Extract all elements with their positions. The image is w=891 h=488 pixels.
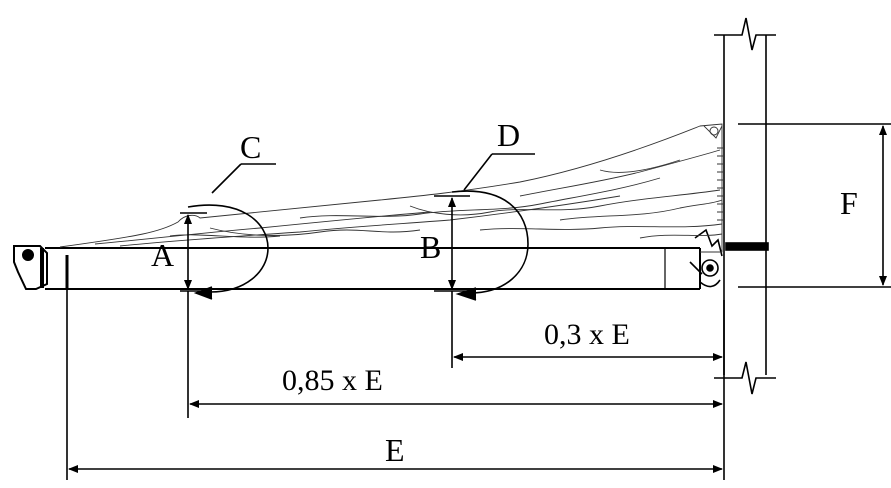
measure-b: [434, 153, 535, 301]
label-03e: 0,3 x E: [544, 318, 630, 351]
measure-a: [180, 163, 276, 300]
label-c: C: [240, 129, 261, 165]
fabric: [59, 123, 723, 253]
arc-d: [451, 190, 529, 294]
wall-break-bottom: [714, 361, 776, 395]
fabric-fringe: [717, 147, 723, 221]
boom-tip: [13, 245, 48, 290]
arc-c: [187, 204, 269, 293]
label-a: A: [151, 237, 174, 273]
boom: [45, 247, 701, 290]
label-085e: 0,85 x E: [282, 364, 383, 397]
wall-bracket: [689, 228, 769, 288]
dimension-lines: [66, 123, 891, 480]
label-b: B: [420, 229, 441, 265]
label-f: F: [840, 185, 858, 221]
label-e: E: [385, 432, 405, 468]
label-d: D: [497, 117, 520, 153]
leader-c: [211, 163, 242, 194]
leader-d: [463, 153, 493, 191]
wall-break-top: [714, 17, 776, 51]
